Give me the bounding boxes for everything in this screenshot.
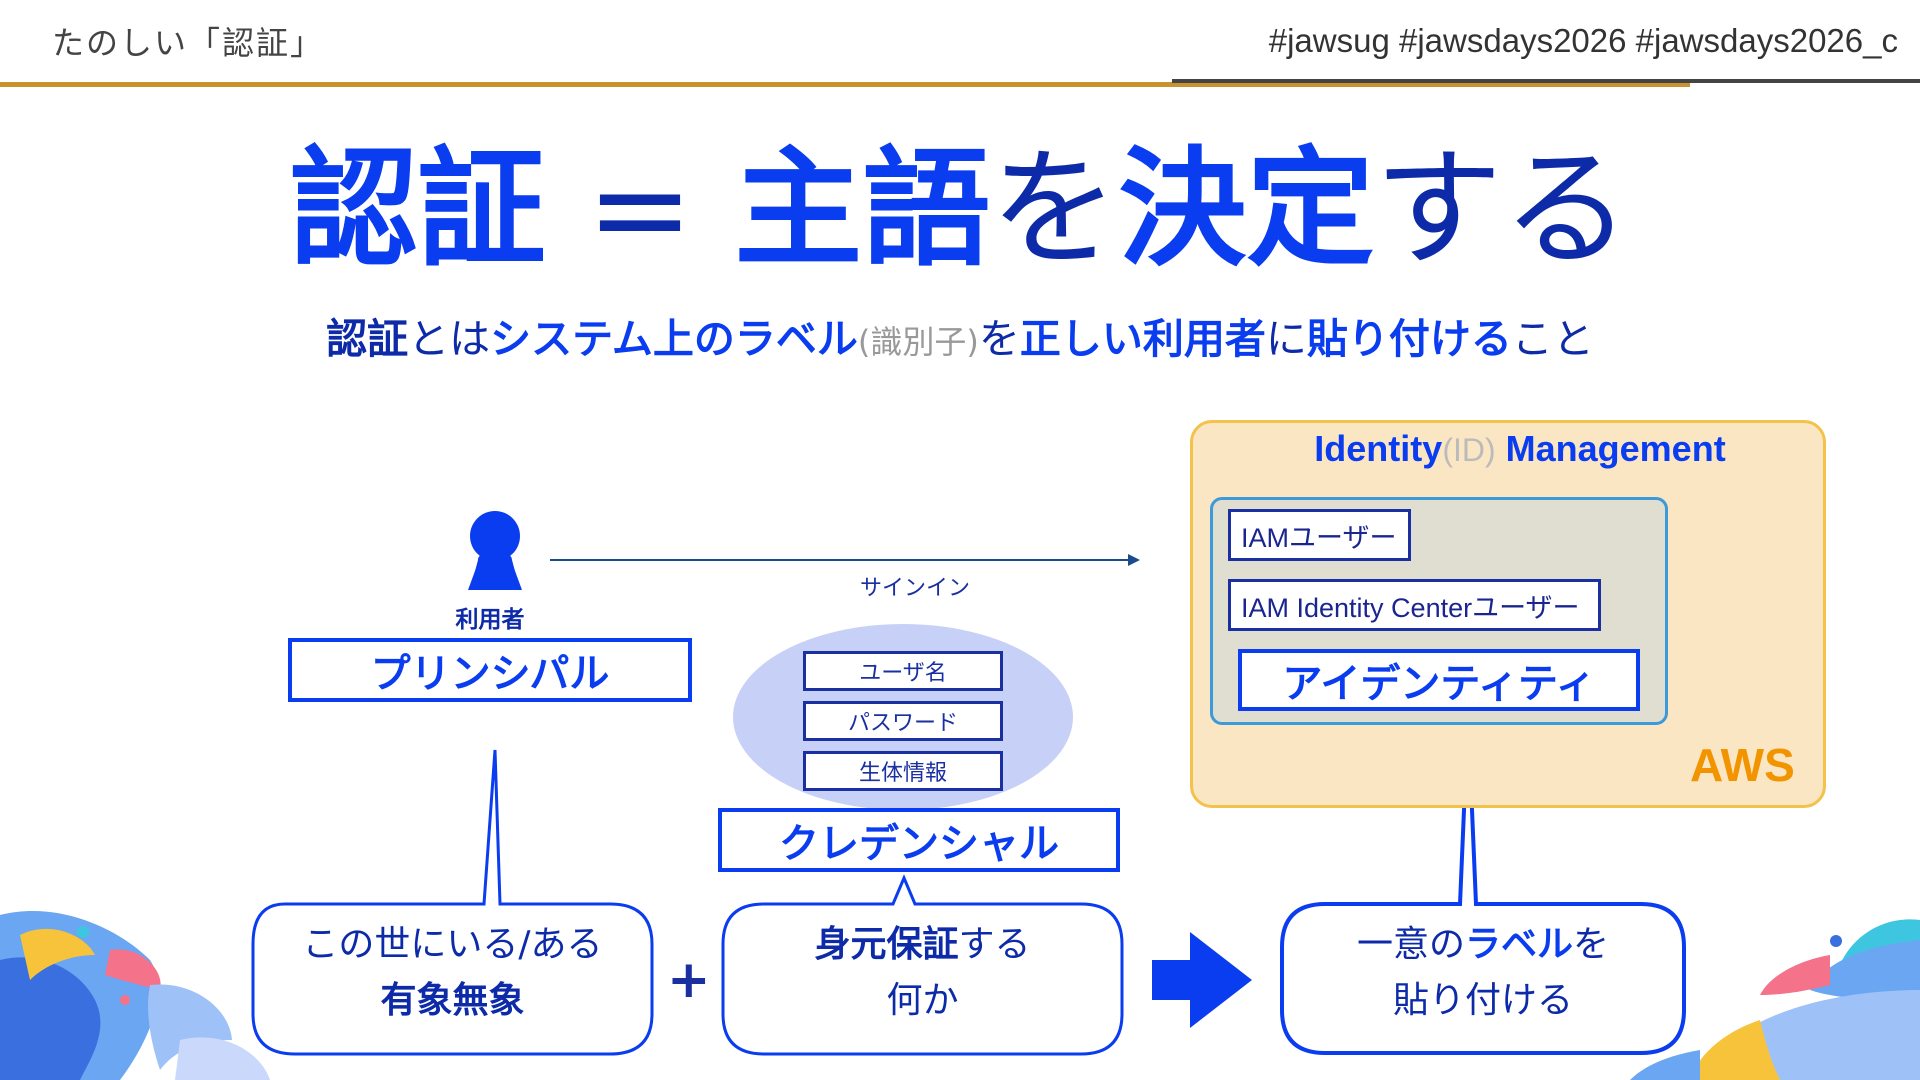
aws-label: AWS (1690, 739, 1795, 791)
idm-title-management: Management (1505, 428, 1726, 469)
subtitle-identifier: (識別子) (857, 323, 979, 361)
slide-title: 認証 = 主語を決定する (0, 139, 1920, 281)
header-rule-gold (0, 82, 1690, 87)
credential-item-username: ユーザ名 (803, 651, 1003, 691)
bubble-middle-rest: する (958, 924, 1031, 965)
subtitle-towa: とは (408, 315, 491, 363)
title-part-suru: する (1374, 135, 1631, 284)
bubble-left-line2: 有象無象 (253, 973, 652, 1029)
bubble-left: この世にいる/ある 有象無象 (253, 917, 652, 1029)
title-part-kettei: 決定 (1118, 135, 1375, 284)
bubble-middle-line1: 身元保証する (723, 917, 1122, 973)
bubble-left-shape (251, 749, 654, 1056)
bubble-right-a: 一意の (1356, 924, 1465, 965)
bubble-right-line1: 一意のラベルを (1282, 917, 1684, 973)
bubble-right-label: ラベル (1464, 924, 1573, 965)
iam-user-box: IAMユーザー (1228, 509, 1411, 561)
principal-box: プリンシパル (288, 638, 692, 702)
subtitle-wo: を (978, 315, 1020, 363)
title-equals: = (545, 135, 735, 284)
decor-bottom-right (1630, 919, 1920, 1080)
subtitle-label: システム上のラベル (490, 315, 858, 363)
bubble-right-line2: 貼り付ける (1392, 980, 1573, 1021)
subtitle-koto: こと (1511, 315, 1594, 363)
bubble-right-shape (1280, 715, 1686, 1055)
bubble-right: 一意のラベルを 貼り付ける (1282, 917, 1684, 1029)
iam-identity-center-user-box: IAM Identity Centerユーザー (1228, 579, 1601, 631)
title-part-wo: を (990, 135, 1119, 284)
plus-sign: + (667, 950, 711, 1010)
credential-box: クレデンシャル (718, 808, 1120, 872)
bubble-right-c: を (1573, 924, 1610, 965)
subtitle-ni: に (1265, 315, 1307, 363)
header-title: たのしい「認証」 (52, 24, 325, 62)
identity-box: アイデンティティ (1238, 649, 1640, 711)
bubble-middle: 身元保証する 何か (723, 917, 1122, 1029)
subtitle-ninsho: 認証 (326, 315, 409, 363)
subtitle-user: 正しい利用者 (1019, 315, 1266, 363)
subtitle-attach: 貼り付ける (1306, 315, 1512, 363)
bubble-left-bold: 有象無象 (380, 980, 525, 1021)
header-hashtags: #jawsug #jawsdays2026 #jawsdays2026_c (1268, 22, 1898, 59)
user-label: 利用者 (455, 607, 525, 633)
decor-bottom-left (0, 911, 270, 1080)
title-part-shugo: 主語 (734, 135, 991, 284)
user-person-icon (468, 511, 522, 590)
right-arrow-icon (1152, 932, 1252, 1028)
slide-subtitle: 認証とはシステム上のラベル(識別子)を正しい利用者に貼り付けること (0, 305, 1920, 365)
signin-label: サインイン (859, 576, 970, 601)
signin-arrow (550, 554, 1140, 566)
idm-title-identity: Identity (1314, 428, 1443, 469)
credential-item-password: パスワード (803, 701, 1003, 741)
credential-item-biometrics: 生体情報 (803, 751, 1003, 791)
title-part-ninsho: 認証 (289, 135, 546, 284)
bubble-left-line1: この世にいる/ある (302, 924, 603, 965)
idm-title-id: (ID) (1442, 432, 1496, 468)
header-rule-gray (1172, 79, 1920, 83)
bubble-middle-line2: 何か (886, 980, 959, 1021)
identity-management-title: Identity(ID) Management (1190, 428, 1850, 470)
bubble-middle-shape (721, 874, 1124, 1056)
bubble-middle-bold: 身元保証 (814, 924, 959, 965)
